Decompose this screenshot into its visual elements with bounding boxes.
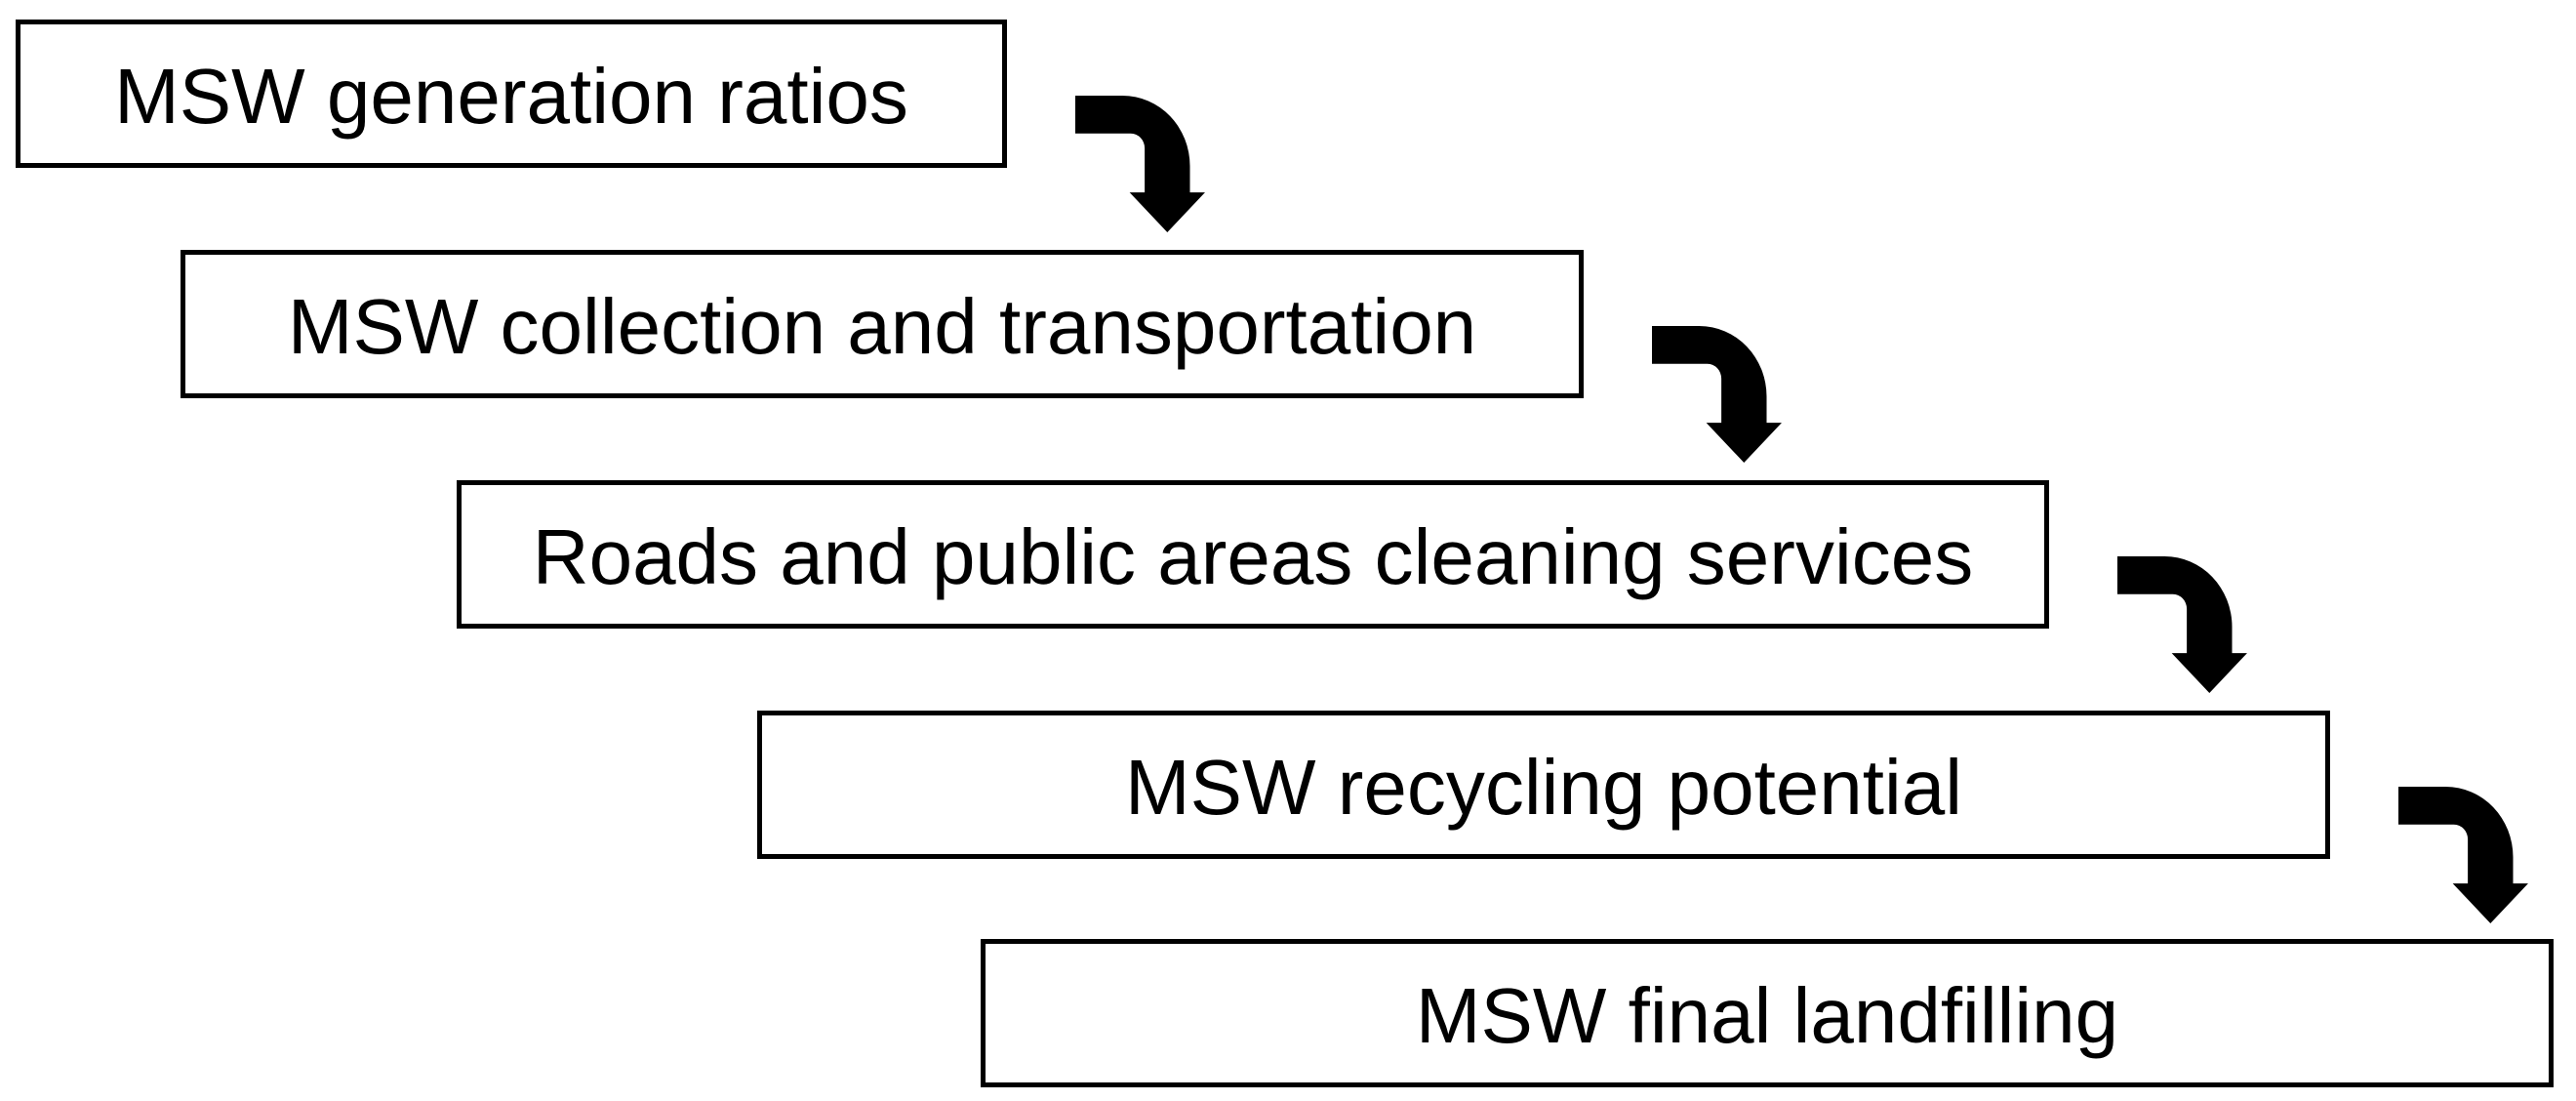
flow-box-msw-generation-ratios: MSW generation ratios [16, 20, 1007, 168]
bent-arrow-down-icon [1652, 326, 1782, 463]
flow-box-label: MSW collection and transportation [287, 283, 1477, 370]
flow-box-label: MSW recycling potential [1124, 744, 1963, 831]
flow-box-label: Roads and public areas cleaning services [532, 513, 1974, 600]
bent-arrow-shape [1075, 96, 1205, 232]
flow-box-label: MSW generation ratios [114, 53, 908, 140]
flow-box-label: MSW final landfilling [1415, 972, 2119, 1059]
bent-arrow-shape [2117, 556, 2247, 693]
bent-arrow-shape [1652, 326, 1782, 463]
bent-arrow-down-icon [2398, 787, 2528, 923]
bent-arrow-shape [2398, 787, 2528, 923]
bent-arrow-down-icon [1075, 96, 1205, 232]
flow-box-msw-recycling-potential: MSW recycling potential [757, 711, 2330, 859]
bent-arrow-down-icon [2117, 556, 2247, 693]
flow-box-roads-public-areas-cleaning: Roads and public areas cleaning services [457, 480, 2049, 629]
flow-box-msw-collection-transportation: MSW collection and transportation [181, 250, 1584, 398]
flow-box-msw-final-landfilling: MSW final landfilling [981, 939, 2554, 1087]
